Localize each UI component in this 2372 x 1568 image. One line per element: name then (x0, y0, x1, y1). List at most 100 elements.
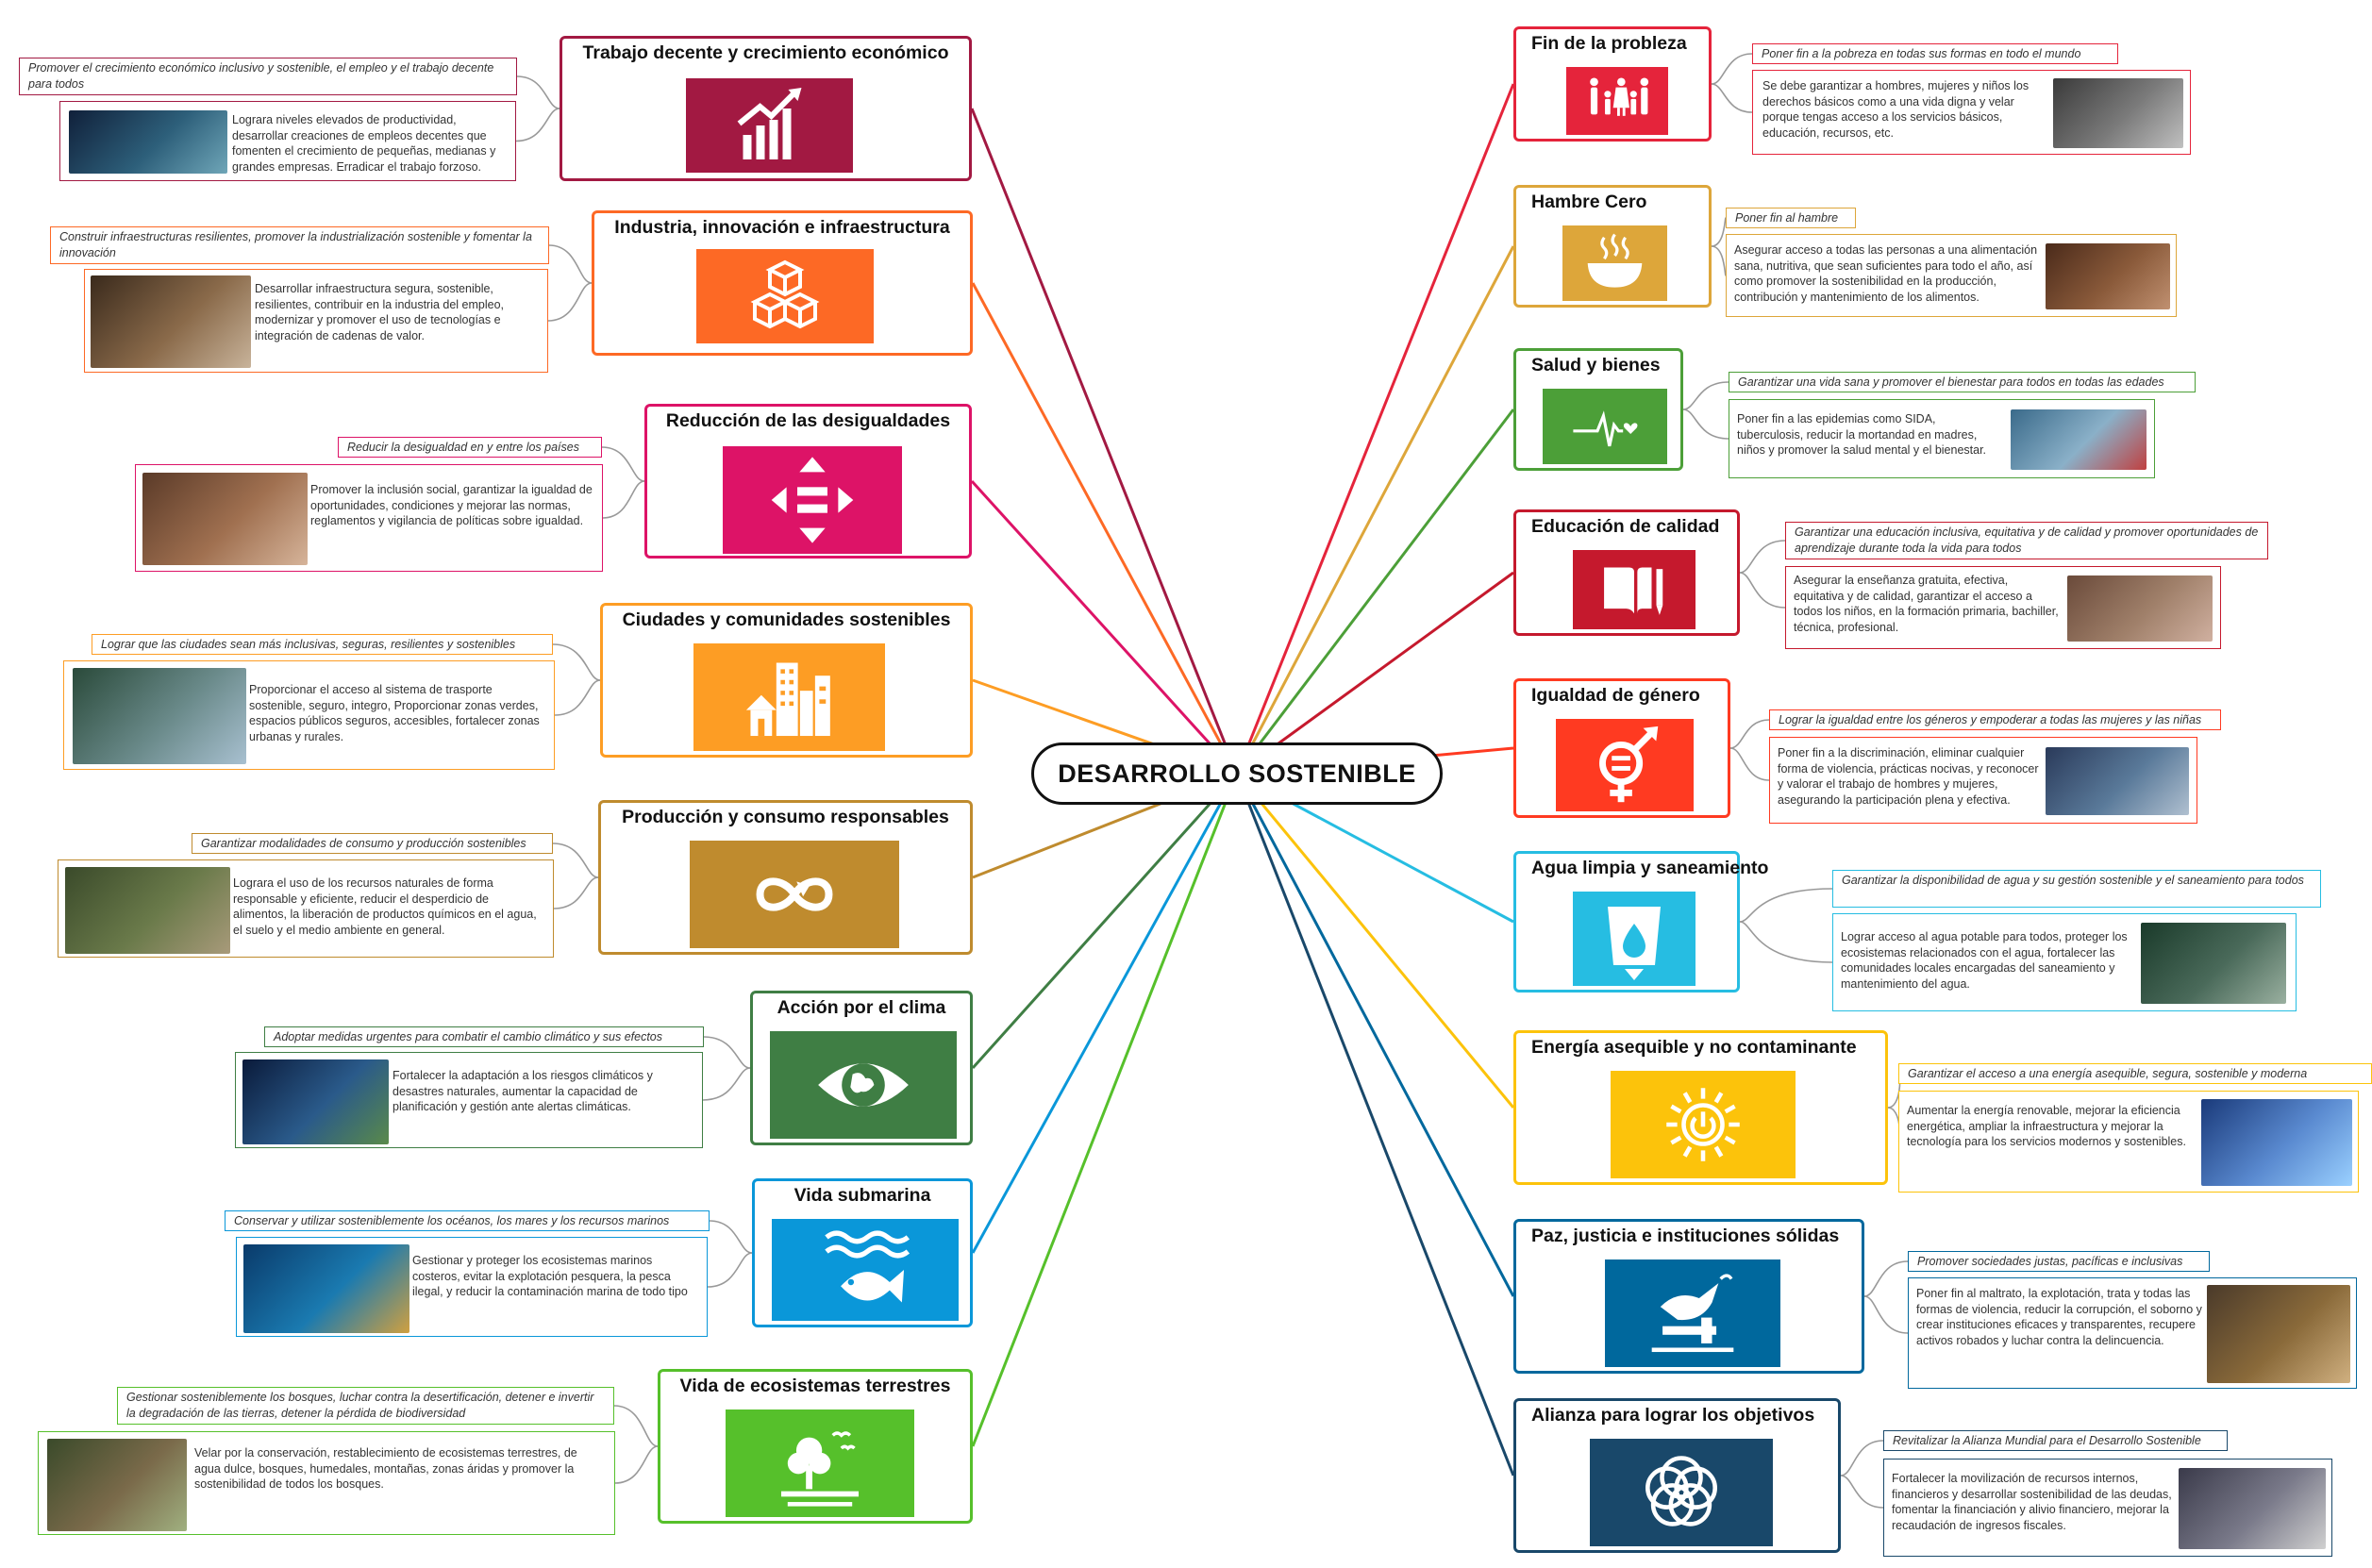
sdg-detail-text: Desarrollar infraestructura segura, sost… (255, 282, 505, 342)
bowl-icon (1562, 225, 1667, 301)
sdg-detail-text: Poner fin a la discriminación, eliminar … (1778, 746, 2039, 807)
sdg-node[interactable]: Acción por el clima (750, 991, 973, 1145)
sub-connector (516, 75, 560, 109)
sdg-detail: Fortalecer la movilización de recursos i… (1883, 1459, 2332, 1557)
gender-symbol-icon (1556, 719, 1694, 811)
family-icon (1566, 67, 1668, 135)
sdg-goal-statement: Lograr que las ciudades sean más inclusi… (92, 634, 553, 655)
sdg-detail-text: Poner fin al maltrato, la explotación, t… (1916, 1287, 2202, 1347)
sdg-detail: Se debe garantizar a hombres, mujeres y … (1752, 70, 2191, 155)
sub-connector (1840, 1440, 1884, 1476)
sdg-goal-statement: Lograr la igualdad entre los géneros y e… (1769, 709, 2221, 730)
sub-connector (1739, 888, 1833, 923)
detail-connector (553, 876, 599, 909)
sdg-node[interactable]: Fin de la probleza (1513, 26, 1712, 142)
illustration-photo (142, 473, 308, 565)
sdg-detail-text: Lograr acceso al agua potable para todos… (1841, 930, 2128, 991)
dove-gavel-icon (1605, 1259, 1780, 1367)
fish-waves-icon (772, 1219, 959, 1321)
heartbeat-icon (1543, 389, 1667, 464)
sdg-node[interactable]: Agua limpia y saneamiento (1513, 851, 1768, 993)
sdg-title: Ciudades y comunidades sostenibles (622, 609, 951, 630)
sdg-title: Reducción de las desigualdades (665, 410, 951, 431)
sdg-title: Fin de la probleza (1531, 33, 1687, 54)
sdg-node[interactable]: Energía asequible y no contaminante (1513, 1030, 1888, 1185)
sdg-detail: Asegurar la enseñanza gratuita, efectiva… (1785, 566, 2221, 649)
detail-connector (554, 679, 601, 716)
illustration-photo (47, 1439, 187, 1531)
sdg-goal-statement: Promover el crecimiento económico inclus… (19, 58, 517, 95)
sdg-node[interactable]: Reducción de las desigualdades (644, 404, 972, 559)
sdg-node[interactable]: Ciudades y comunidades sostenibles (600, 603, 973, 758)
detail-connector (547, 282, 593, 322)
sdg-detail-text: Proporcionar el acceso al sistema de tra… (249, 683, 540, 743)
illustration-photo (69, 110, 227, 174)
sdg-node[interactable]: Industria, innovación e infraestructura (592, 210, 973, 356)
sdg-detail-text: Asegurar la enseñanza gratuita, efectiva… (1794, 574, 2059, 634)
illustration-photo (243, 1244, 409, 1333)
illustration-photo (2179, 1468, 2326, 1549)
infinity-icon (690, 841, 899, 948)
sub-connector (709, 1220, 753, 1254)
detail-connector (1739, 572, 1786, 609)
central-topic[interactable]: DESARROLLO SOSTENIBLE (1031, 742, 1443, 805)
sdg-node[interactable]: Igualdad de género (1513, 678, 1730, 818)
sdg-title: Energía asequible y no contaminante (1531, 1037, 1857, 1058)
branch-line (970, 108, 1239, 775)
sdg-detail: Desarrollar infraestructura segura, sost… (84, 269, 548, 373)
water-drop-icon (1573, 892, 1695, 986)
sdg-detail: Lograra el uso de los recursos naturales… (58, 859, 554, 958)
sdg-node[interactable]: Paz, justicia e instituciones sólidas (1513, 1219, 1864, 1374)
sdg-node[interactable]: Educación de calidad (1513, 509, 1740, 636)
sdg-node[interactable]: Vida submarina (752, 1178, 973, 1327)
sdg-node[interactable]: Salud y bienes (1513, 348, 1683, 471)
sdg-detail: Gestionar y proteger los ecosistemas mar… (236, 1237, 708, 1337)
sdg-node[interactable]: Hambre Cero (1513, 185, 1712, 308)
sdg-detail-text: Velar por la conservación, restablecimie… (194, 1446, 577, 1491)
sdg-goal-statement: Garantizar la disponibilidad de agua y s… (1832, 870, 2321, 908)
branch-line (1235, 773, 1515, 1109)
sdg-detail-text: Gestionar y proteger los ecosistemas mar… (412, 1254, 688, 1298)
book-pencil-icon (1573, 550, 1695, 629)
sdg-goal-statement: Conservar y utilizar sosteniblemente los… (225, 1210, 710, 1231)
sdg-goal-statement: Promover sociedades justas, pacíficas e … (1908, 1251, 2210, 1272)
sdg-detail-text: Aumentar la energía renovable, mejorar l… (1907, 1104, 2186, 1148)
sdg-goal-statement: Adoptar medidas urgentes para combatir e… (264, 1026, 704, 1047)
sub-connector (613, 1405, 659, 1447)
sdg-detail-text: Fortalecer la movilización de recursos i… (1892, 1472, 2172, 1532)
branch-line (1235, 409, 1515, 775)
sdg-node[interactable]: Trabajo decente y crecimiento económico (560, 36, 972, 181)
detail-connector (1711, 83, 1753, 113)
detail-connector (1682, 409, 1729, 440)
sub-connector (552, 643, 601, 681)
sdg-node[interactable]: Producción y consumo responsables (598, 800, 973, 955)
sub-connector (1682, 381, 1729, 410)
illustration-photo (2053, 78, 2183, 148)
city-buildings-icon (693, 643, 885, 751)
illustration-photo (2067, 575, 2213, 642)
sdg-title: Igualdad de género (1531, 685, 1700, 706)
sub-connector (703, 1036, 751, 1069)
detail-connector (1729, 747, 1770, 781)
sdg-detail: Poner fin a las epidemias como SIDA, tub… (1729, 399, 2155, 478)
branch-line (1235, 773, 1515, 1476)
equality-arrows-icon (723, 446, 902, 554)
illustration-photo (242, 1059, 389, 1144)
sdg-goal-statement: Garantizar una vida sana y promover el b… (1729, 372, 2196, 392)
sdg-detail-text: Fortalecer la adaptación a los riesgos c… (393, 1069, 653, 1113)
sdg-title: Vida de ecosistemas terrestres (679, 1376, 951, 1396)
detail-connector (602, 480, 645, 519)
sdg-title: Alianza para lograr los objetivos (1531, 1405, 1815, 1426)
sdg-node[interactable]: Vida de ecosistemas terrestres (658, 1369, 973, 1524)
illustration-photo (73, 668, 246, 764)
sdg-detail: Aumentar la energía renovable, mejorar l… (1898, 1091, 2359, 1193)
sdg-node[interactable]: Alianza para lograr los objetivos (1513, 1398, 1841, 1553)
illustration-photo (2207, 1285, 2350, 1383)
branch-line (1236, 571, 1514, 776)
branch-line (971, 773, 1239, 1447)
illustration-photo (2046, 747, 2189, 815)
sdg-title: Paz, justicia e instituciones sólidas (1531, 1226, 1840, 1246)
detail-connector (1863, 1295, 1909, 1334)
branch-line (971, 772, 1239, 1070)
sub-connector (1863, 1260, 1909, 1297)
